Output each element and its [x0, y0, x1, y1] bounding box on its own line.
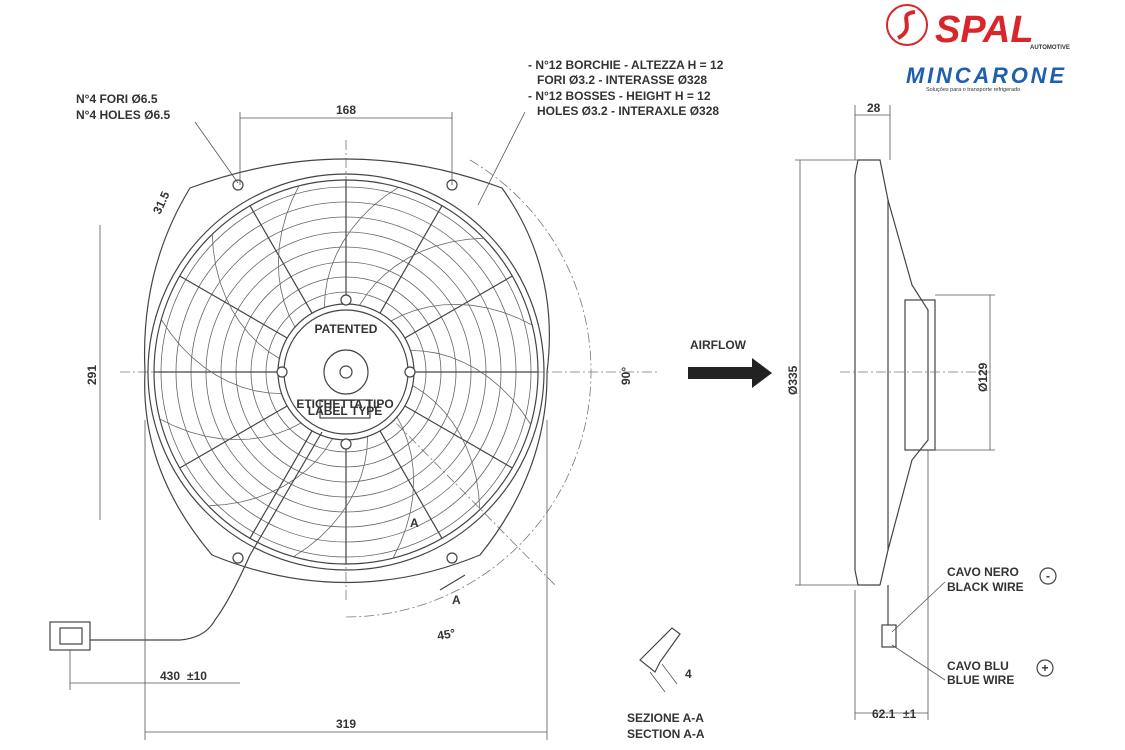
- fan-side-view: [840, 159, 990, 648]
- dim-31-5: 31.5: [150, 189, 173, 216]
- mounting-hole: [340, 438, 352, 450]
- mounting-hole: [404, 366, 416, 378]
- arc-interaxle: [345, 159, 592, 618]
- side-connector: [881, 624, 897, 648]
- grille-spoke: [404, 275, 513, 339]
- dim-62-1: 62.1: [872, 707, 896, 721]
- holes-note-en: N°4 HOLES Ø6.5: [76, 108, 170, 122]
- ext-line: [661, 663, 678, 685]
- dim-291: 291: [85, 365, 99, 385]
- fan-front-view: PATENTED ETICHETTA TIPO LABEL TYPE: [49, 158, 550, 651]
- blade-curve: [159, 418, 302, 441]
- grille-spoke: [379, 205, 443, 314]
- dim-335: Ø335: [786, 365, 800, 395]
- blue-wire-en: BLUE WIRE: [947, 673, 1014, 687]
- angle-90: 90°: [619, 367, 633, 385]
- holes-leader: [194, 121, 239, 184]
- label-type-it: ETICHETTA TIPO: [296, 397, 393, 411]
- dim-430: 430: [160, 669, 180, 683]
- mincarone-logo-text: MINCARONE: [906, 63, 1065, 88]
- grille-spoke: [179, 405, 288, 469]
- black-polarity: -: [1046, 569, 1050, 583]
- angle-45: 45°: [436, 626, 456, 643]
- dim-430-tol: ±10: [187, 669, 207, 683]
- holes-note-it: N°4 FORI Ø6.5: [76, 92, 158, 106]
- mounting-hole: [446, 552, 458, 564]
- patented-text: PATENTED: [315, 322, 378, 336]
- blade-curve: [211, 234, 280, 359]
- blade-curve: [410, 350, 532, 425]
- grille-spoke: [249, 205, 313, 314]
- blade-curve: [392, 416, 415, 559]
- blade-curve: [390, 303, 533, 326]
- mounting-hole: [276, 366, 288, 378]
- black-wire-en: BLACK WIRE: [947, 580, 1024, 594]
- dim-28: 28: [867, 101, 881, 115]
- airflow-label: AIRFLOW: [690, 338, 747, 352]
- section-dim-4: 4: [685, 667, 692, 681]
- blade-curve: [324, 186, 399, 308]
- spal-logo: SPAL AUTOMOTIVE: [886, 4, 1070, 51]
- section-mark-a1: A: [410, 516, 419, 530]
- dim-129: Ø129: [976, 362, 990, 392]
- dim-168: 168: [336, 103, 356, 117]
- bosses-note-2: FORI Ø3.2 - INTERASSE Ø328: [537, 73, 707, 87]
- mounting-hole: [232, 179, 244, 191]
- blade-curve: [359, 237, 484, 306]
- minus-icon: [1039, 567, 1057, 585]
- side-shroud: [854, 159, 889, 586]
- spal-logo-circle: [886, 4, 928, 46]
- outer-ring: [147, 173, 545, 571]
- dim-62-1-tol: ±1: [903, 707, 917, 721]
- mounting-hole: [340, 294, 352, 306]
- label-box: [319, 399, 371, 419]
- spal-logo-swoosh: [896, 10, 916, 40]
- section-mark-a2: A: [452, 593, 461, 607]
- section-profile: [639, 627, 681, 673]
- section-a-a: 4 SEZIONE A-A SECTION A-A: [627, 627, 705, 741]
- fan-shroud: [143, 158, 550, 584]
- grille: [154, 180, 538, 564]
- blade-curve: [412, 385, 481, 510]
- blue-polarity: +: [1041, 661, 1048, 675]
- connector: [49, 621, 91, 651]
- motor-shaft-cap: [323, 349, 369, 395]
- black-wire-it: CAVO NERO: [947, 565, 1019, 579]
- airflow-arrow-icon: [688, 358, 772, 388]
- section-title-it: SEZIONE A-A: [627, 711, 704, 725]
- dim-319: 319: [336, 717, 356, 731]
- spal-logo-sub: AUTOMOTIVE: [1030, 45, 1070, 51]
- section-arrow: [439, 574, 466, 591]
- grille-spoke: [379, 430, 443, 539]
- grille-spoke: [179, 275, 288, 339]
- motor-shaft: [339, 365, 353, 379]
- bosses-note-1: - N°12 BORCHIE - ALTEZZA H = 12: [528, 58, 724, 72]
- mincarone-logo-sub: Soluções para o transporte refrigerado: [926, 87, 1020, 93]
- bosses-note-3: - N°12 BOSSES - HEIGHT H = 12: [528, 89, 711, 103]
- spal-logo-text: SPAL: [935, 9, 1034, 51]
- grille-spoke: [404, 405, 513, 469]
- blade-curve: [160, 319, 282, 394]
- grille-spoke: [249, 430, 313, 539]
- blade-curve: [293, 436, 368, 558]
- black-wire-leader: [891, 581, 946, 633]
- bosses-note-4: HOLES Ø3.2 - INTERAXLE Ø328: [537, 104, 719, 118]
- connector-inner: [59, 627, 83, 645]
- side-motor: [904, 299, 936, 451]
- cable: [90, 431, 323, 641]
- side-blades: [887, 199, 929, 551]
- mounting-hole: [232, 552, 244, 564]
- bosses-leader: [477, 111, 526, 206]
- blade-curve: [208, 438, 333, 507]
- plus-icon: [1036, 659, 1054, 677]
- blue-wire-it: CAVO BLU: [947, 659, 1009, 673]
- section-title-en: SECTION A-A: [627, 727, 705, 741]
- ext-line: [649, 671, 666, 693]
- blade-curve: [277, 185, 300, 328]
- mincarone-logo: MINCARONE Soluções para o transporte ref…: [906, 63, 1065, 93]
- blue-wire-leader: [891, 644, 946, 681]
- label-type-en: LABEL TYPE: [308, 404, 382, 418]
